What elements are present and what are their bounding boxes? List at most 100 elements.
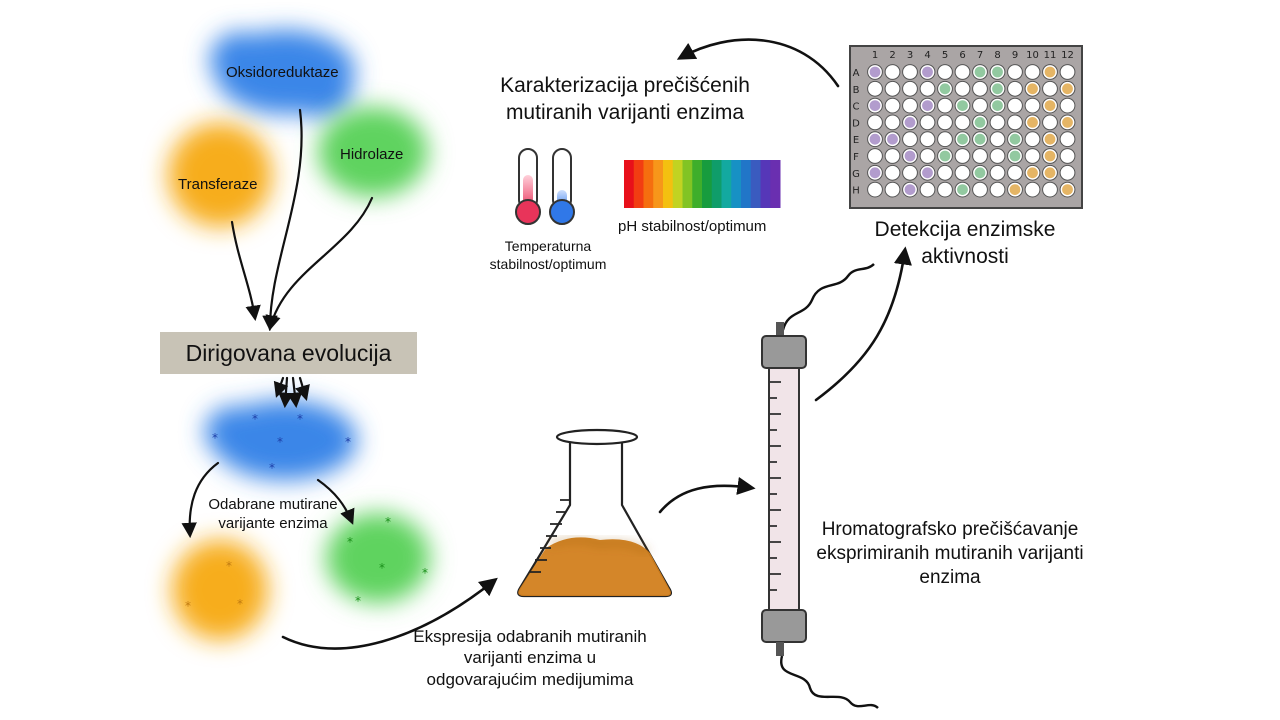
plate-well — [884, 64, 901, 80]
svg-text:*: * — [269, 461, 275, 475]
plate-well — [902, 97, 918, 114]
plate-row-label: C — [853, 102, 860, 113]
plate-well — [937, 181, 953, 198]
svg-text:*: * — [347, 535, 353, 549]
plate-well — [867, 148, 883, 164]
plate-well — [1059, 164, 1076, 181]
plate-well-fill — [869, 66, 881, 78]
plate-well-fill — [1009, 184, 1021, 196]
plate-well-fill — [992, 83, 1003, 95]
plate-well — [1024, 64, 1041, 80]
plate-row-label: A — [853, 68, 860, 79]
plate-column-label: 5 — [942, 50, 948, 61]
plate-column-label: 2 — [889, 50, 895, 61]
plate-well-fill — [939, 150, 951, 162]
plate-well-fill — [957, 100, 968, 111]
plate-well — [937, 64, 953, 80]
label-detection: Detekcija enzimske aktivnosti — [874, 218, 1056, 269]
plate-well — [902, 131, 918, 148]
divergence-arrows — [181, 376, 355, 539]
svg-text:*: * — [252, 412, 258, 426]
plate-column-label: 10 — [1026, 50, 1039, 61]
plate-well — [919, 148, 936, 164]
ph-scale-segment — [663, 160, 674, 208]
plate-well-fill — [1062, 184, 1073, 196]
plate-well — [972, 80, 988, 97]
arrow-to-detection — [814, 246, 912, 402]
plate-well-fill — [939, 83, 951, 95]
plate-well — [989, 164, 1006, 181]
plate-well — [1024, 148, 1041, 164]
plate-well-fill — [869, 167, 881, 179]
plate-well — [1007, 64, 1023, 80]
plate-well-fill — [1044, 167, 1056, 179]
svg-text:*: * — [345, 435, 351, 449]
ph-scale-segment — [702, 160, 713, 208]
plate-well — [1007, 114, 1023, 131]
plate-well-fill — [1044, 133, 1056, 145]
plate-well — [902, 64, 918, 80]
oxidoreductase-cloud — [210, 30, 355, 117]
mutation-marks: ** ** ** ** ** * ** * — [185, 412, 428, 613]
plate-well — [919, 80, 936, 97]
plate-well-fill — [922, 100, 933, 111]
plate-well — [1059, 148, 1076, 164]
ph-scale-segment — [682, 160, 693, 208]
label-transferases: Transferaze — [178, 176, 258, 193]
thermometer-cold-icon — [549, 148, 575, 225]
plate-well-fill — [869, 133, 881, 145]
plate-well-fill — [957, 133, 968, 145]
plate-well — [989, 181, 1006, 198]
ph-scale-segment — [750, 160, 761, 208]
plate-well — [1042, 181, 1058, 198]
plate-well — [884, 164, 901, 181]
svg-text:*: * — [355, 594, 361, 608]
plate-well — [972, 181, 988, 198]
ph-scale-segment — [711, 160, 722, 208]
plate-well-fill — [992, 100, 1003, 111]
svg-text:*: * — [185, 599, 191, 613]
selected-hydrolase-cloud — [326, 513, 430, 603]
plate-well-fill — [1009, 150, 1021, 162]
plate-well — [937, 97, 953, 114]
plate-well — [867, 181, 883, 198]
ph-scale-segment — [692, 160, 703, 208]
plate-well — [867, 80, 883, 97]
plate-well — [972, 148, 988, 164]
plate-well-fill — [904, 150, 916, 162]
svg-text:*: * — [237, 597, 243, 611]
plate-well-fill — [1044, 150, 1056, 162]
transferase-cloud — [168, 123, 272, 227]
directed-evolution-box: Dirigovana evolucija — [160, 332, 417, 374]
plate-well — [902, 164, 918, 181]
plate-column-label: 6 — [959, 50, 965, 61]
svg-text:*: * — [385, 515, 391, 529]
plate-well-fill — [974, 66, 986, 78]
plate-row-label: E — [853, 135, 859, 146]
plate-well — [1059, 131, 1076, 148]
plate-column-label: 7 — [977, 50, 983, 61]
plate-well-fill — [1062, 117, 1073, 128]
plate-well — [954, 114, 971, 131]
plate-well — [989, 114, 1006, 131]
label-chromatography: Hromatografsko prečišćavanje eksprimiran… — [816, 519, 1084, 588]
ph-scale-segment — [653, 160, 664, 208]
arrow-to-characterization — [676, 38, 840, 88]
plate-column-label: 8 — [994, 50, 1000, 61]
plate-well — [1059, 64, 1076, 80]
plate-well-fill — [869, 100, 881, 111]
plate-row-label: F — [853, 152, 859, 163]
plate-well — [1024, 97, 1041, 114]
plate-well — [884, 97, 901, 114]
label-oxidoreductases: Oksidoreduktaze — [226, 64, 339, 81]
plate-well — [919, 181, 936, 198]
plate-row-label: D — [852, 118, 860, 129]
plate-well — [1007, 97, 1023, 114]
ph-scale-segment — [731, 160, 742, 208]
plate-column-label: 1 — [872, 50, 878, 61]
plate-well — [884, 114, 901, 131]
ph-scale-segment — [624, 160, 635, 208]
plate-well-fill — [1044, 66, 1056, 78]
thermometer-hot-icon — [515, 148, 541, 225]
plate-well — [937, 164, 953, 181]
